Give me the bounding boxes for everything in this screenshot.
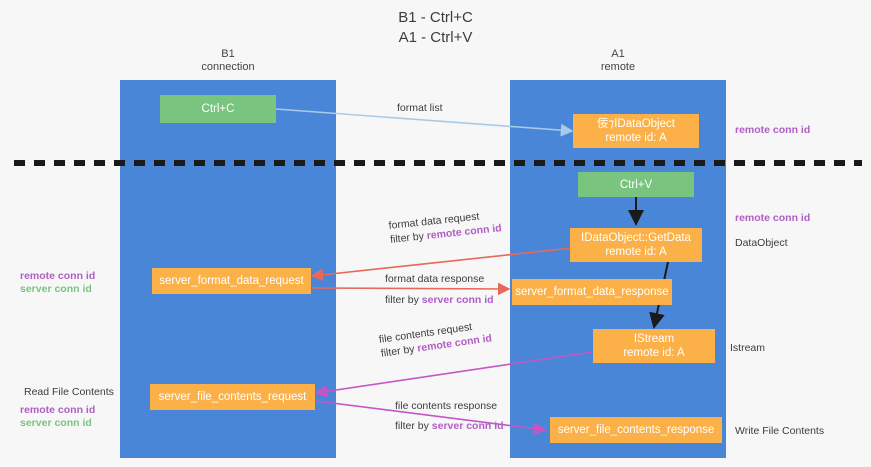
box-ctrl-c[interactable]: Ctrl+C <box>160 95 276 123</box>
side-label-remote-conn-id-top-right-text: remote conn id <box>735 124 811 136</box>
box-istream-line1: IStream <box>633 333 675 345</box>
box-server-format-data-request-label: server_format_data_request <box>159 275 304 287</box>
column-header-b1-role: connection <box>201 61 255 73</box>
box-idataobject-remote-line2: remote id: A <box>605 132 667 144</box>
side-label-remote-conn-id-left-2-text: remote conn id <box>20 404 96 416</box>
box-istream-line2: remote id: A <box>623 347 685 359</box>
title-line-2: A1 - Ctrl+V <box>398 29 473 46</box>
side-label-write-file-contents-text: Write File Contents <box>735 425 825 437</box>
edge-label-file-contents-request: file contents request filter by remote c… <box>378 317 493 360</box>
box-server-file-contents-response[interactable]: server_file_contents_response <box>550 417 722 443</box>
edge-label-fdresp-key: server conn id <box>421 294 494 306</box>
box-idataobject-remote-line1: 佞⁊IDataObject <box>597 118 675 130</box>
column-header-a1-name: A1 <box>611 48 625 60</box>
box-server-file-contents-request[interactable]: server_file_contents_request <box>150 384 315 410</box>
side-label-server-conn-id-left-2: server conn id <box>20 416 92 430</box>
edge-label-fcresp-key: server conn id <box>431 420 504 432</box>
box-getdata-line1: IDataObject::GetData <box>581 232 691 244</box>
column-header-b1-name: B1 <box>221 48 235 60</box>
edge-label-format-data-request: format data request filter by remote con… <box>388 207 502 247</box>
edge-label-file-contents-response-line2: filter by server conn id <box>395 419 504 433</box>
box-server-format-data-response-label: server_format_data_response <box>515 286 669 298</box>
edge-label-fdresp-prefix: filter by <box>385 294 422 306</box>
box-idataobject-getdata[interactable]: IDataObject::GetData remote id: A <box>570 228 702 262</box>
edge-label-format-data-response-line2: filter by server conn id <box>385 293 494 307</box>
column-header-b1: B1 connection <box>150 48 306 74</box>
side-label-dataobject: DataObject <box>735 236 788 250</box>
side-label-remote-conn-id-left-1-text: remote conn id <box>20 270 96 282</box>
edge-label-file-contents-response: file contents response filter by server … <box>395 399 504 433</box>
side-label-remote-conn-id-mid-right: remote conn id <box>735 211 810 225</box>
box-server-format-data-response[interactable]: server_format_data_response <box>512 279 672 305</box>
side-label-remote-conn-id-left-2: remote conn id <box>20 403 95 417</box>
box-idataobject-remote[interactable]: 佞⁊IDataObject remote id: A <box>573 114 699 148</box>
edge-label-format-list-text: format list <box>397 102 443 114</box>
box-istream[interactable]: IStream remote id: A <box>593 329 715 363</box>
side-label-istream: Istream <box>730 341 765 355</box>
side-label-server-conn-id-left-2-text: server conn id <box>20 417 92 429</box>
edge-label-format-list: format list <box>397 101 443 115</box>
edge-label-fcreq-prefix: filter by <box>380 342 419 360</box>
edge-label-fdreq-prefix: filter by <box>389 230 428 246</box>
side-label-write-file-contents: Write File Contents <box>735 424 824 438</box>
side-label-read-file-contents: Read File Contents <box>24 385 114 399</box>
side-label-dataobject-text: DataObject <box>735 237 788 249</box>
side-label-read-file-contents-text: Read File Contents <box>24 386 114 398</box>
column-header-a1: A1 remote <box>540 48 696 74</box>
side-label-istream-text: Istream <box>730 342 766 354</box>
diagram-title: B1 - Ctrl+C A1 - Ctrl+V <box>0 8 871 48</box>
side-label-remote-conn-id-top-right: remote conn id <box>735 123 810 137</box>
side-label-remote-conn-id-mid-right-text: remote conn id <box>735 212 811 224</box>
box-server-file-contents-request-label: server_file_contents_request <box>158 391 307 403</box>
title-line-1: B1 - Ctrl+C <box>398 9 473 26</box>
side-label-server-conn-id-left-1: server conn id <box>20 282 92 296</box>
edge-label-fcresp-prefix: filter by <box>395 420 432 432</box>
box-getdata-line2: remote id: A <box>605 246 667 258</box>
box-ctrl-c-label: Ctrl+C <box>201 103 235 115</box>
side-label-remote-conn-id-left-1: remote conn id <box>20 269 95 283</box>
box-ctrl-v-label: Ctrl+V <box>619 178 653 191</box>
edge-label-format-data-response-line1: format data response <box>385 273 485 285</box>
column-header-a1-role: remote <box>600 61 636 73</box>
side-label-server-conn-id-left-1-text: server conn id <box>20 283 92 295</box>
edge-label-file-contents-response-line1: file contents response <box>395 400 498 412</box>
box-server-file-contents-response-label: server_file_contents_response <box>557 424 715 436</box>
edge-label-format-data-response: format data response filter by server co… <box>385 272 494 307</box>
box-ctrl-v[interactable]: Ctrl+V <box>578 172 694 197</box>
box-server-format-data-request[interactable]: server_format_data_request <box>152 268 311 294</box>
